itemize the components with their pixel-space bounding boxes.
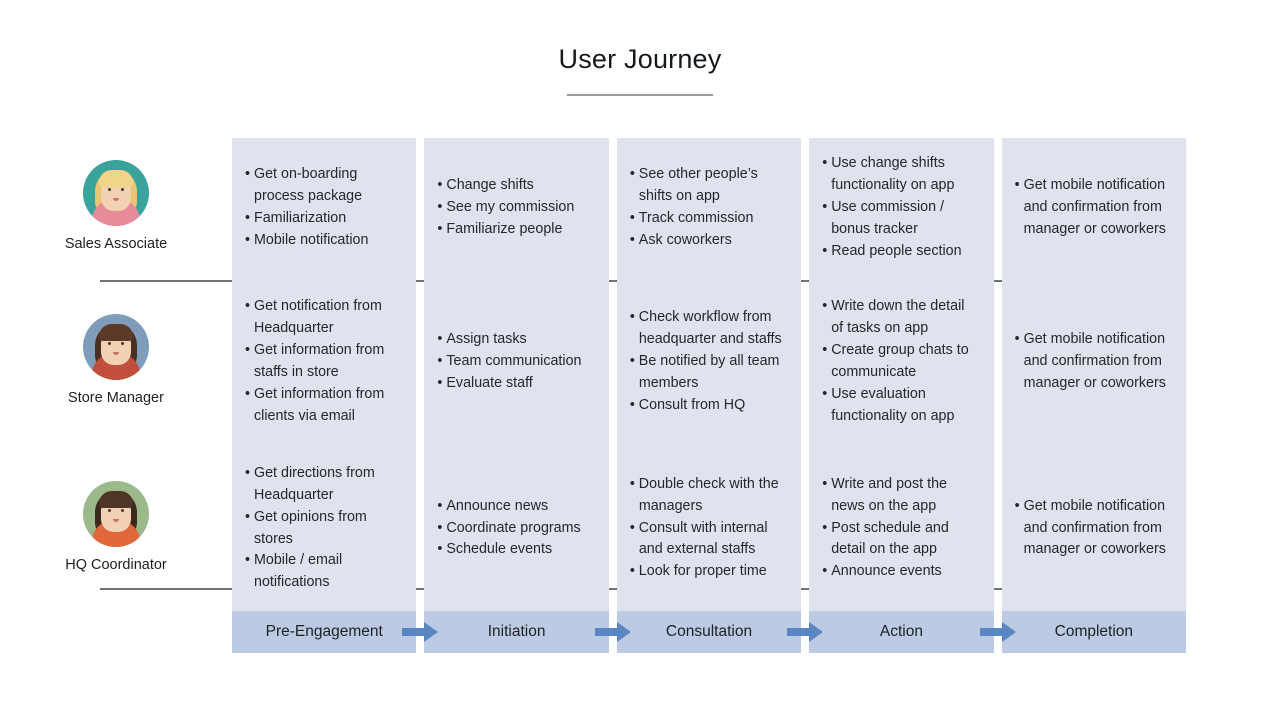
list-item: Be notified by all team members — [630, 351, 787, 395]
journey-cell: Write down the detail of tasks on app Cr… — [809, 278, 994, 446]
title-block: User Journey — [0, 0, 1280, 96]
phase-completion[interactable]: Completion — [1001, 611, 1187, 653]
persona-sales-associate: Sales Associate — [0, 138, 232, 278]
list-item: Get mobile notification and confirmation… — [1015, 329, 1172, 395]
list-item: Team communication — [437, 351, 594, 373]
list-item: Track commission — [630, 208, 787, 230]
journey-row: HQ Coordinator Get directions from Headq… — [0, 446, 1280, 611]
arrow-right-icon — [402, 622, 439, 642]
list-item: Consult from HQ — [630, 395, 787, 417]
list-item: Use evaluation functionality on app — [822, 384, 979, 428]
list-item: Create group chats to communicate — [822, 340, 979, 384]
persona-label: Store Manager — [68, 390, 164, 406]
list-item: Consult with internal and external staff… — [630, 518, 787, 562]
phase-label: Consultation — [665, 623, 753, 640]
list-item: Change shifts — [437, 175, 594, 197]
journey-row: Sales Associate Get on-boarding process … — [0, 138, 1280, 282]
avatar — [83, 314, 149, 380]
phase-label: Action — [879, 623, 923, 640]
journey-row: Store Manager Get notification from Head… — [0, 278, 1280, 590]
phase-pre-engagement[interactable]: Pre-Engagement — [232, 611, 439, 653]
list-item: Mobile / email notifications — [245, 550, 402, 594]
list-item: Use commission / bonus tracker — [822, 197, 979, 241]
list-item: Check workflow from headquarter and staf… — [630, 307, 787, 351]
list-item: Familiarization — [245, 208, 402, 230]
list-item: Use change shifts functionality on app — [822, 153, 979, 197]
phase-initiation[interactable]: Initiation — [424, 611, 631, 653]
journey-cell: Get mobile notification and confirmation… — [1001, 278, 1187, 446]
list-item: Schedule events — [437, 539, 594, 561]
list-item: Get opinions from stores — [245, 507, 402, 551]
avatar — [83, 160, 149, 226]
phase-action[interactable]: Action — [809, 611, 1016, 653]
journey-grid: Sales Associate Get on-boarding process … — [0, 138, 1280, 653]
journey-cell: Change shifts See my commission Familiar… — [424, 138, 609, 278]
list-item: Ask coworkers — [630, 230, 787, 252]
list-item: Get mobile notification and confirmation… — [1015, 175, 1172, 241]
persona-store-manager: Store Manager — [0, 278, 232, 446]
list-item: Mobile notification — [245, 230, 402, 252]
phase-label: Pre-Engagement — [265, 623, 383, 640]
phase-consultation[interactable]: Consultation — [616, 611, 824, 653]
list-item: See my commission — [437, 197, 594, 219]
journey-cell: Write and post the news on the app Post … — [809, 446, 994, 611]
journey-cells: Get notification from Headquarter Get in… — [232, 278, 1280, 446]
list-item: Get directions from Headquarter — [245, 463, 402, 507]
list-item: Get notification from Headquarter — [245, 296, 402, 340]
journey-cell: See other people’s shifts on app Track c… — [616, 138, 802, 278]
journey-cell: Check workflow from headquarter and staf… — [616, 278, 802, 446]
list-item: Coordinate programs — [437, 518, 594, 540]
list-item: Look for proper time — [630, 561, 787, 583]
title-divider — [567, 94, 713, 96]
list-item: Announce events — [822, 561, 979, 583]
journey-cell: Get mobile notification and confirmation… — [1001, 138, 1187, 278]
journey-cell: Assign tasks Team communication Evaluate… — [424, 278, 609, 446]
phase-label: Initiation — [487, 623, 546, 640]
list-item: Get information from staffs in store — [245, 340, 402, 384]
journey-cell: Double check with the managers Consult w… — [616, 446, 802, 611]
list-item: Post schedule and detail on the app — [822, 518, 979, 562]
persona-label: HQ Coordinator — [65, 556, 167, 573]
list-item: Get information from clients via email — [245, 384, 402, 428]
list-item: Get on-boarding process package — [245, 164, 402, 208]
phase-bar: Pre-Engagement Initiation Consultation A… — [232, 611, 1187, 653]
arrow-right-icon — [594, 622, 631, 642]
list-item: Assign tasks — [437, 329, 594, 351]
journey-cells: Get on-boarding process package Familiar… — [232, 138, 1280, 278]
arrow-right-icon — [979, 622, 1016, 642]
list-item: Read people section — [822, 241, 979, 263]
journey-cell: Announce news Coordinate programs Schedu… — [424, 446, 609, 611]
list-item: See other people’s shifts on app — [630, 164, 787, 208]
journey-cell: Get directions from Headquarter Get opin… — [232, 446, 417, 611]
journey-cell: Get mobile notification and confirmation… — [1001, 446, 1187, 611]
avatar — [83, 480, 149, 547]
list-item: Double check with the managers — [630, 474, 787, 518]
journey-cell: Use change shifts functionality on app U… — [809, 138, 994, 278]
journey-cell: Get on-boarding process package Familiar… — [232, 138, 417, 278]
phase-label: Completion — [1054, 623, 1134, 640]
list-item: Announce news — [437, 496, 594, 518]
list-item: Get mobile notification and confirmation… — [1015, 496, 1172, 562]
list-item: Evaluate staff — [437, 373, 594, 395]
list-item: Familiarize people — [437, 219, 594, 241]
page-title: User Journey — [558, 44, 722, 74]
list-item: Write down the detail of tasks on app — [822, 296, 979, 340]
journey-cells: Get directions from Headquarter Get opin… — [232, 446, 1280, 611]
list-item: Write and post the news on the app — [822, 474, 979, 518]
persona-hq-coordinator: HQ Coordinator — [0, 446, 232, 611]
arrow-right-icon — [787, 622, 824, 642]
journey-cell: Get notification from Headquarter Get in… — [232, 278, 417, 446]
persona-label: Sales Associate — [64, 236, 168, 252]
